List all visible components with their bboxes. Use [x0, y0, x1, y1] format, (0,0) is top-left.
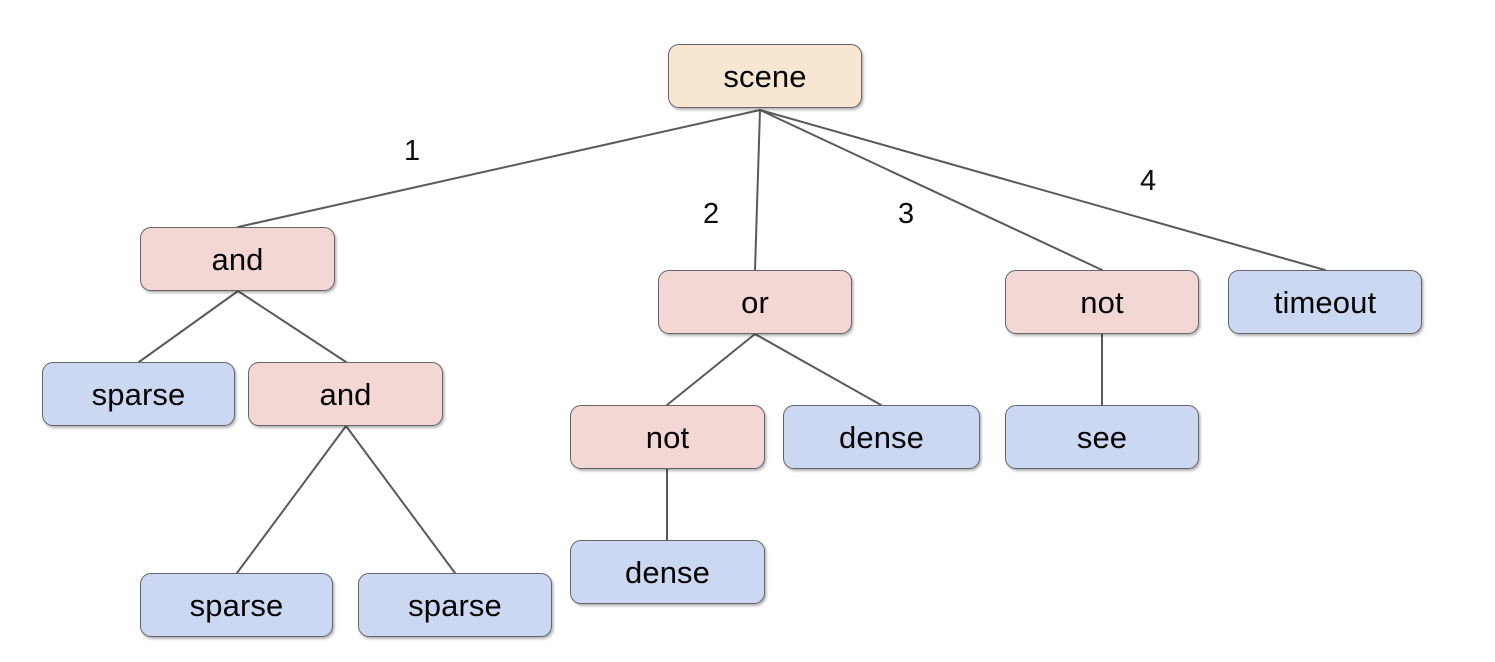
edge-label-1: 1	[404, 135, 421, 167]
tree-node-timeout[interactable]: timeout	[1228, 270, 1422, 334]
tree-edge-or1-to-not1	[666, 333, 756, 406]
tree-node-dense2[interactable]: dense	[570, 540, 765, 604]
tree-node-dense1[interactable]: dense	[783, 405, 980, 469]
tree-edge-scene-to-not3	[759, 109, 1103, 271]
tree-node-sparse2[interactable]: sparse	[140, 573, 333, 637]
tree-node-scene[interactable]: scene	[668, 44, 862, 108]
tree-edge-scene-to-and1	[237, 109, 761, 228]
tree-edge-and1-to-sparse1	[138, 290, 239, 363]
edge-label-4: 4	[1140, 165, 1157, 197]
edge-label-3: 3	[898, 198, 915, 230]
tree-node-sparse3[interactable]: sparse	[358, 573, 552, 637]
tree-node-not1[interactable]: not	[570, 405, 765, 469]
tree-edge-and2-to-sparse3	[345, 425, 456, 574]
tree-node-sparse1[interactable]: sparse	[42, 362, 235, 426]
tree-node-and1[interactable]: and	[140, 227, 335, 291]
tree-node-and2[interactable]: and	[248, 362, 443, 426]
edge-label-2: 2	[703, 198, 720, 230]
tree-edge-or1-to-dense1	[754, 333, 882, 406]
tree-edge-scene-to-or1	[754, 109, 761, 271]
tree-edge-and1-to-and2	[237, 290, 347, 363]
tree-node-not3[interactable]: not	[1005, 270, 1199, 334]
tree-edge-and2-to-sparse2	[236, 425, 347, 574]
tree-edge-scene-to-timeout	[759, 109, 1326, 271]
tree-node-or1[interactable]: or	[658, 270, 852, 334]
tree-node-see[interactable]: see	[1005, 405, 1199, 469]
